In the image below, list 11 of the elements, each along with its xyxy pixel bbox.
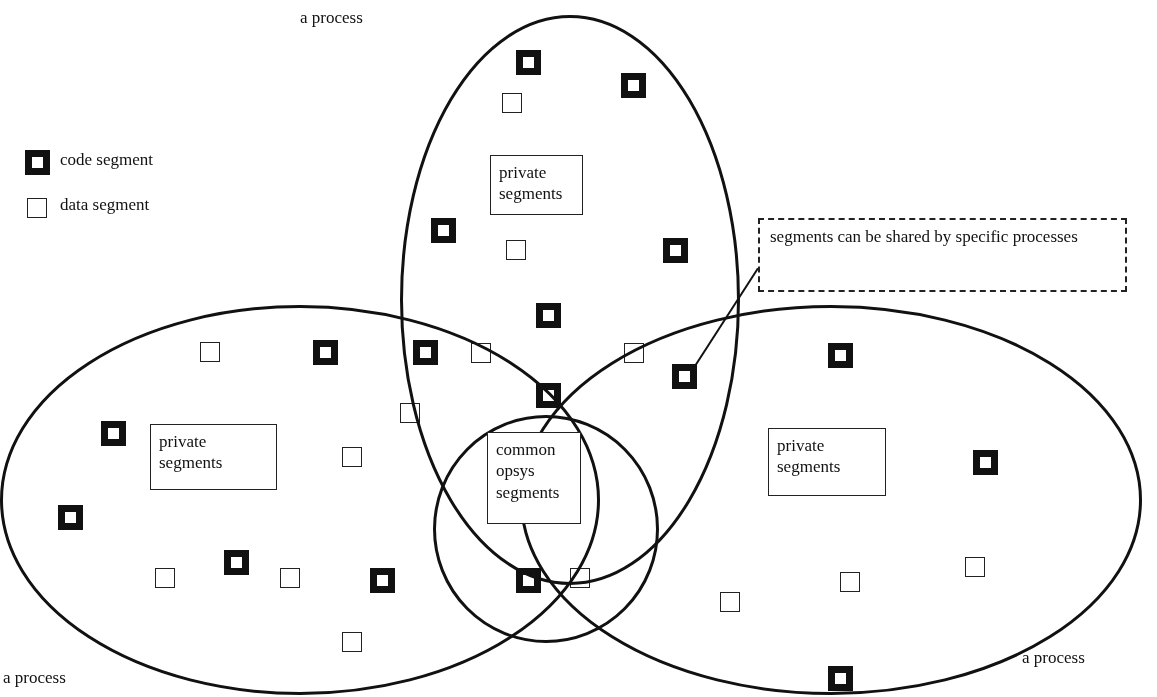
label-box: private segments <box>768 428 886 496</box>
process-label: a process <box>1022 648 1085 668</box>
code-segment-icon <box>672 364 697 389</box>
process-label: a process <box>300 8 363 28</box>
process-label: a process <box>3 668 66 688</box>
callout-box: segments can be shared by specific processes <box>758 218 1127 292</box>
label-box: private segments <box>490 155 583 215</box>
legend-label: data segment <box>60 195 150 215</box>
legend-label: code segment <box>60 150 153 170</box>
label-box: common opsys segments <box>487 432 581 524</box>
label-box: private segments <box>150 424 277 490</box>
